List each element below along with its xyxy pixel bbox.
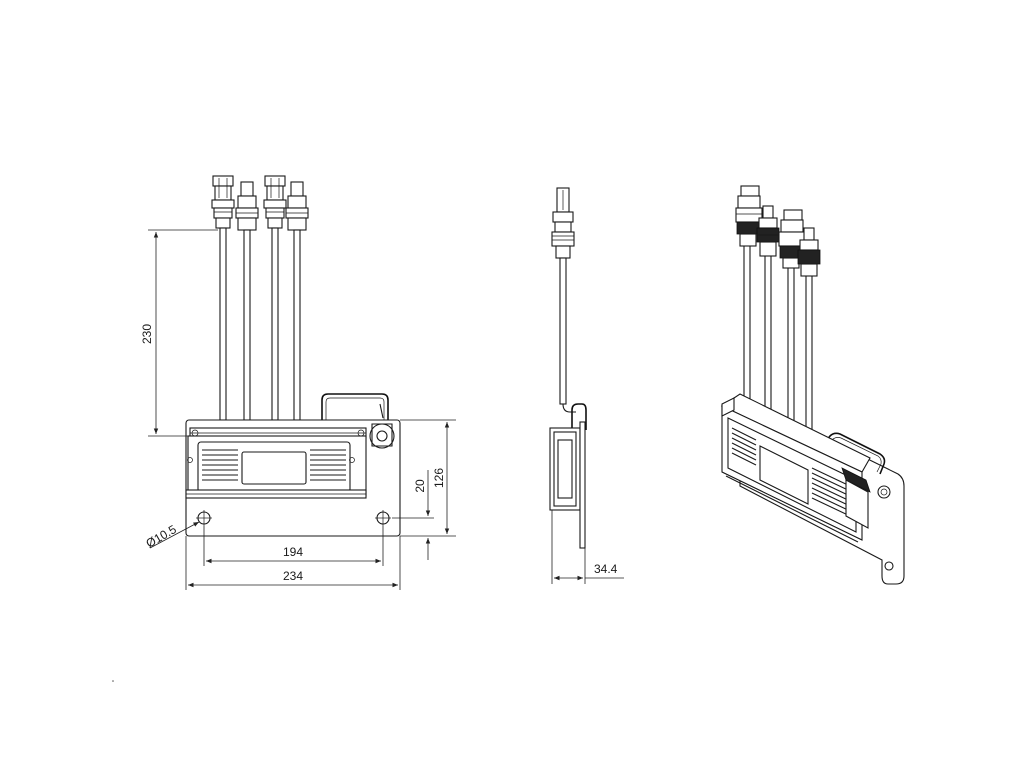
- iso-label-panel: [759, 445, 809, 505]
- side-handle: [571, 403, 587, 430]
- front-connector-2: [235, 181, 259, 231]
- front-view: 230 126 20 Ø10.5 194: [140, 175, 456, 590]
- isometric-view: [720, 185, 905, 585]
- dim-box-height: 126: [400, 419, 456, 537]
- iso-connector-3: [778, 209, 806, 269]
- front-connector-4: [285, 181, 309, 231]
- front-handle: [321, 393, 389, 420]
- iso-connector-2: [756, 205, 780, 257]
- iso-connector-1: [735, 185, 763, 247]
- dim-label-234: 234: [283, 569, 303, 583]
- dim-label-34-4: 34.4: [594, 562, 618, 576]
- dim-cable-length: 230: [140, 229, 218, 437]
- speck: [112, 680, 114, 682]
- side-cable: [559, 257, 567, 405]
- side-view: 34.4: [549, 187, 624, 584]
- side-connector: [551, 187, 575, 259]
- side-plate: [579, 421, 586, 549]
- front-vent-ribs-left: [202, 449, 238, 481]
- ground-eyelet: [369, 403, 395, 449]
- dim-hole-offset: 20: [392, 470, 434, 560]
- dim-label-126: 126: [432, 468, 446, 488]
- front-connector-1: [211, 175, 235, 229]
- iso-connector-4: [797, 227, 821, 277]
- iso-handle: [821, 432, 886, 475]
- dim-label-20: 20: [413, 479, 427, 493]
- dim-hole-spacing: 194: [203, 526, 384, 566]
- front-cables: [219, 227, 301, 421]
- iso-vent-ribs: [731, 427, 851, 517]
- front-label-panel: [241, 451, 307, 485]
- mounting-hole-left: [196, 510, 212, 526]
- mounting-hole-right: [375, 510, 391, 526]
- front-connector-3: [263, 175, 287, 229]
- dim-label-230: 230: [140, 324, 154, 344]
- dim-label-194: 194: [283, 545, 303, 559]
- dim-label-diameter: Ø10.5: [144, 522, 180, 551]
- dim-depth: 34.4: [554, 562, 624, 581]
- front-vent-ribs-right: [310, 449, 346, 481]
- dim-plate-width: 234: [185, 536, 401, 590]
